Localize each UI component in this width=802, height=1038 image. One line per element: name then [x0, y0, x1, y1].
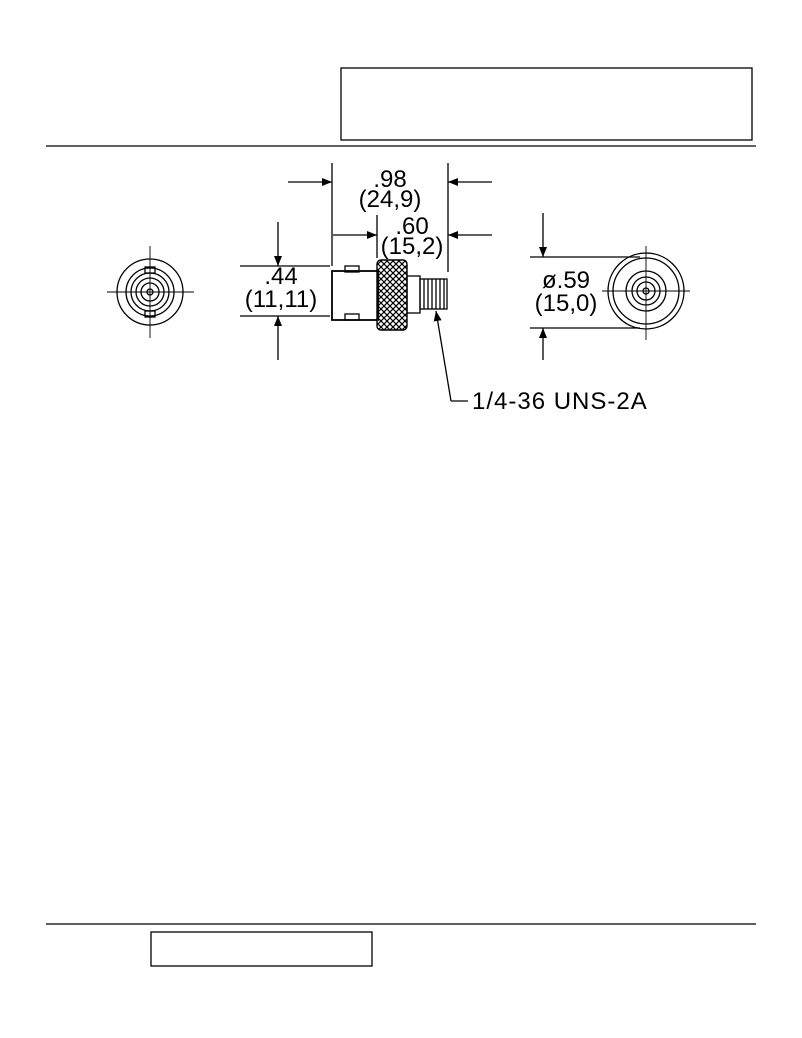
side-view — [331, 259, 448, 331]
dim-diameter-in: ø.59 — [542, 267, 590, 294]
thread-callout-text: 1/4-36 UNS-2A — [472, 388, 648, 415]
right-end-view — [602, 246, 690, 340]
dim-body-in: .60 — [395, 213, 428, 240]
dim-overall-mm: (24,9) — [359, 186, 422, 213]
dim-diameter-mm: (15,0) — [535, 290, 598, 317]
left-end-view — [107, 246, 194, 338]
dimension-body-length: .60 (15,2) — [333, 213, 492, 260]
dim-height-in: .44 — [264, 263, 297, 290]
dim-body-mm: (15,2) — [381, 233, 444, 260]
dimension-diameter: ø.59 (15,0) — [530, 213, 640, 360]
dim-overall-in: .98 — [373, 166, 406, 193]
part-number-box — [150, 931, 373, 967]
knurled-nut — [376, 259, 408, 331]
dimension-height: .44 (11,11) — [240, 222, 330, 360]
dim-height-mm: (11,11) — [245, 286, 317, 313]
title-block-box — [340, 67, 753, 141]
dimension-overall-length: .98 (24,9) — [288, 163, 492, 272]
thread-callout: 1/4-36 UNS-2A — [433, 310, 648, 415]
